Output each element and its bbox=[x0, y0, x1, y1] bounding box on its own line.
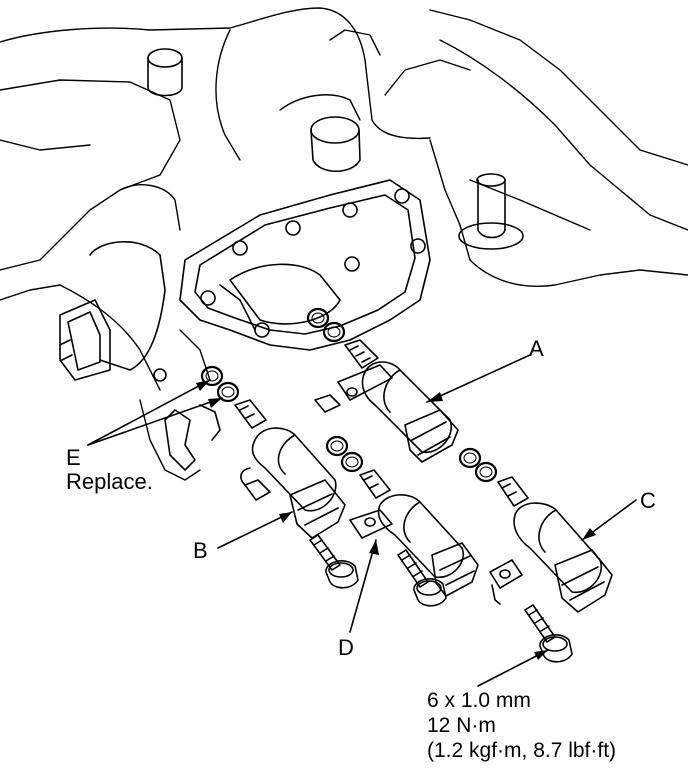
bolt-torque-nm: 12 N·m bbox=[427, 714, 496, 737]
housing-connector-left bbox=[59, 241, 166, 381]
o-ring-pair-d bbox=[325, 435, 364, 473]
solenoid-valve-a bbox=[314, 339, 459, 463]
callout-label-d: D bbox=[338, 635, 354, 660]
housing-bracket bbox=[164, 404, 221, 471]
bolt-d bbox=[397, 549, 447, 607]
bolt-size: 6 x 1.0 mm bbox=[427, 689, 531, 712]
arrowhead-bolt-spec bbox=[534, 650, 548, 660]
leader-d bbox=[349, 539, 377, 633]
leader-e1 bbox=[87, 379, 211, 446]
bolt-b bbox=[309, 534, 359, 589]
o-ring-pair-c bbox=[458, 447, 498, 483]
callout-label-e: E bbox=[66, 445, 81, 470]
leader-b bbox=[217, 511, 293, 549]
leader-a bbox=[426, 354, 531, 403]
bolt-torque-alt: (1.2 kgf·m, 8.7 lbf·ft) bbox=[427, 739, 617, 762]
solenoid-valve-c bbox=[489, 476, 613, 613]
flange-bolt-holes bbox=[153, 188, 426, 382]
arrowhead-e1 bbox=[196, 380, 210, 391]
leader-arrowheads bbox=[196, 380, 596, 660]
arrowhead-d bbox=[369, 540, 379, 555]
callout-label-c: C bbox=[640, 488, 656, 513]
housing-boss-top bbox=[147, 48, 183, 97]
transmission-housing bbox=[0, 7, 688, 481]
solenoid-valve-d bbox=[349, 469, 479, 597]
bolt-torque-spec: 6 x 1.0 mm 12 N·m (1.2 kgf·m, 8.7 lbf·ft… bbox=[427, 688, 616, 763]
solenoid-valve-b bbox=[234, 399, 346, 539]
housing-boss-middle bbox=[310, 116, 361, 172]
o-ring-pair-e bbox=[200, 365, 240, 403]
leader-e2 bbox=[87, 397, 223, 446]
arrowhead-c bbox=[582, 528, 596, 540]
callout-label-b: B bbox=[193, 538, 208, 563]
callout-label-a: A bbox=[529, 336, 544, 361]
dowel-pin bbox=[458, 173, 524, 250]
bolt-c bbox=[524, 604, 573, 663]
o-ring-pair-a bbox=[306, 307, 346, 343]
callout-note-replace: Replace. bbox=[66, 469, 153, 494]
arrowhead-e2 bbox=[208, 398, 222, 408]
arrowhead-b bbox=[279, 512, 292, 523]
arrowhead-a bbox=[427, 392, 443, 402]
valve-body-flange bbox=[179, 179, 431, 351]
